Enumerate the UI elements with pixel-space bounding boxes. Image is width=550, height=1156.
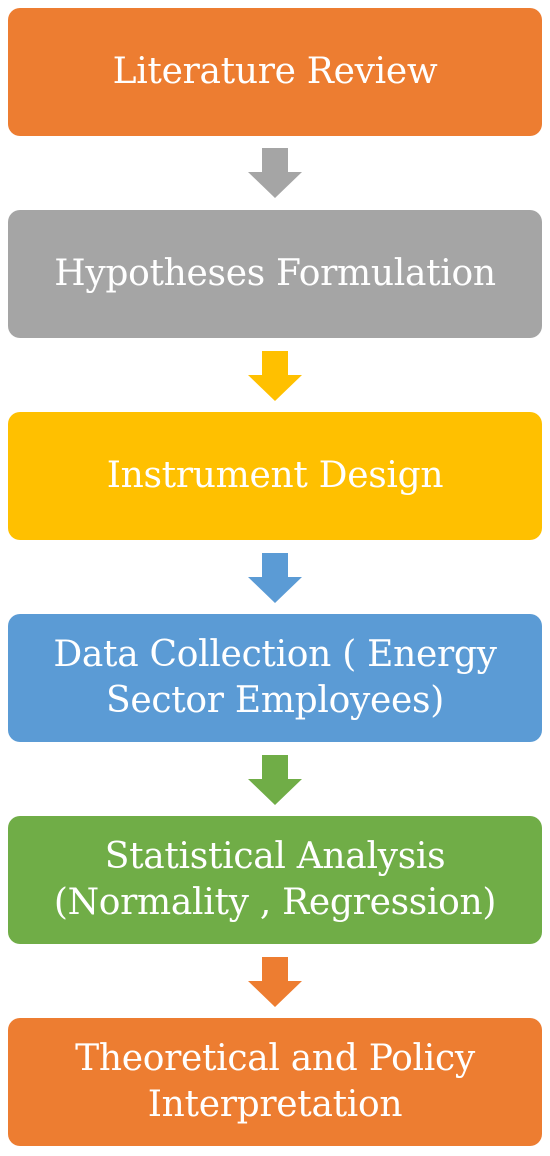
step-hypotheses-formulation: Hypotheses Formulation (8, 210, 542, 338)
step-label: Instrument Design (106, 455, 444, 496)
step-theoretical-policy-interpretation: Theoretical and Policy Interpretation (8, 1018, 542, 1146)
step-label: Literature Review (112, 51, 438, 92)
down-arrow-icon (248, 148, 302, 198)
down-arrow-icon (248, 351, 302, 401)
step-data-collection: Data Collection ( Energy Sector Employee… (8, 614, 542, 742)
down-arrow-icon (248, 957, 302, 1007)
step-label: Theoretical and Policy Interpretation (75, 1038, 475, 1125)
step-label: Hypotheses Formulation (54, 253, 496, 294)
step-instrument-design: Instrument Design (8, 412, 542, 540)
step-label: Statistical Analysis (Normality , Regres… (53, 836, 497, 923)
step-statistical-analysis: Statistical Analysis (Normality , Regres… (8, 816, 542, 944)
down-arrow-icon (248, 755, 302, 805)
step-label: Data Collection ( Energy Sector Employee… (53, 634, 497, 721)
step-literature-review: Literature Review (8, 8, 542, 136)
down-arrow-icon (248, 553, 302, 603)
